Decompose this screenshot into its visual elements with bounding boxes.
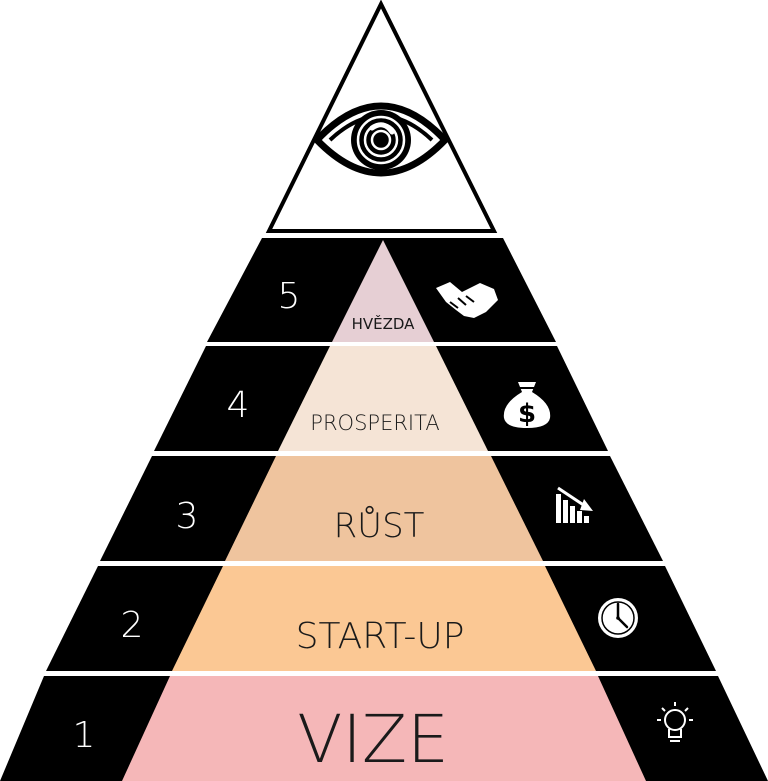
segment-5 <box>332 240 434 342</box>
segment-4 <box>278 346 488 451</box>
level-number: 3 <box>176 496 199 537</box>
segment-3 <box>225 456 543 561</box>
level-label: VIZE <box>297 701 449 778</box>
inner-segments <box>122 240 646 781</box>
level-numbers: 5 4 3 2 1 <box>73 276 301 756</box>
level-label: PROSPERITA <box>310 411 439 435</box>
clock-icon <box>598 598 638 638</box>
level-number: 1 <box>73 715 96 756</box>
level-number: 4 <box>227 385 250 426</box>
level-label: HVĚZDA <box>352 314 416 333</box>
growth-chart-icon <box>556 486 593 523</box>
apex <box>265 0 498 233</box>
handshake-icon <box>436 282 498 318</box>
svg-text:$: $ <box>518 399 536 429</box>
level-label: START-UP <box>296 616 465 657</box>
segment-2 <box>172 566 596 671</box>
level-label: RŮST <box>334 505 425 546</box>
level-labels: HVĚZDA PROSPERITA RŮST START-UP VIZE <box>296 314 465 778</box>
segment-1 <box>122 676 646 781</box>
lightbulb-icon <box>657 702 693 742</box>
level-number: 5 <box>278 276 301 317</box>
all-seeing-eye-icon <box>312 102 450 177</box>
money-bag-icon: $ <box>503 382 551 429</box>
level-number: 2 <box>121 605 144 646</box>
